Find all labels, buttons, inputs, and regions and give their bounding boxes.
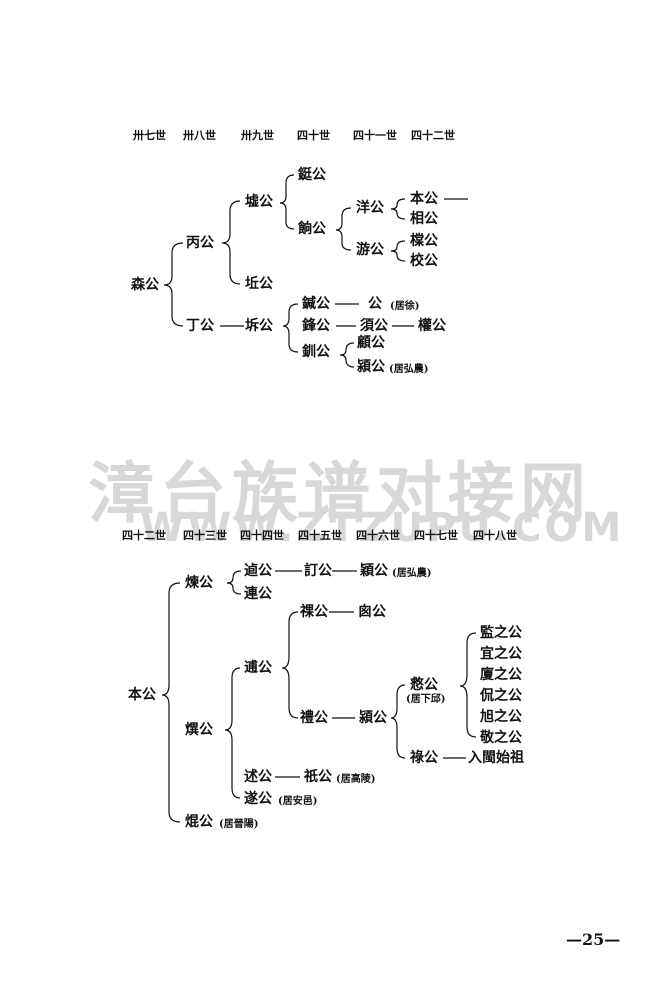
- gen-header-4: 四十世: [297, 129, 330, 142]
- person-kan-zhi: 侃之公: [480, 688, 522, 704]
- person-lian2: 連公: [244, 586, 272, 602]
- person-ben-1: 本公: [410, 191, 438, 207]
- person-yang: 洋公: [356, 200, 384, 216]
- person-lian: 煉公: [185, 575, 213, 591]
- note-ju-gaoling: (居高陵): [336, 774, 376, 785]
- person-jian: 鍼公: [302, 296, 330, 312]
- person-yan: 囪公: [358, 604, 386, 620]
- person-ao-zhi: 廈之公: [480, 667, 522, 683]
- person-ting: 鋌公: [298, 167, 326, 183]
- gen-header-6: 四十二世: [411, 129, 455, 142]
- person-sui: 遂公: [244, 791, 272, 807]
- gen-header-t2-6: 四十七世: [414, 529, 458, 542]
- person-ding-t2: 訂公: [304, 563, 332, 579]
- gen-header-t2-3: 四十四世: [240, 529, 284, 542]
- person-ru-min-shizu: 入閩始祖: [468, 750, 524, 766]
- person-kuan: 慦公: [410, 677, 438, 693]
- person-xun: 餉公: [298, 221, 326, 237]
- person-lu: 祿公: [410, 750, 438, 766]
- person-ding: 丁公: [186, 318, 214, 334]
- note-ju-xu: (居徐): [390, 301, 420, 312]
- person-xu-zhi: 旭之公: [480, 709, 522, 725]
- watermark-cn: 漳台族谱对接网: [88, 455, 592, 532]
- gen-header-5: 四十一世: [353, 129, 397, 142]
- person-quan: 權公: [418, 318, 446, 334]
- gen-header-t2-5: 四十六世: [356, 529, 400, 542]
- person-ben-2: 本公: [128, 687, 156, 703]
- note-ju-hongnong-1: (居弘農): [389, 364, 429, 375]
- person-sen: 森公: [131, 277, 159, 293]
- person-jing-zhi: 敬之公: [480, 730, 522, 746]
- person-you-t2: 逌公: [244, 563, 272, 579]
- person-jiao: 校公: [410, 253, 438, 269]
- note-ju-jinyang: (居晉陽): [219, 819, 259, 830]
- person-blank: 公: [368, 296, 382, 312]
- gen-header-t2-7: 四十八世: [473, 529, 517, 542]
- gen-header-1: 卅七世: [133, 129, 166, 142]
- person-li: 禮公: [300, 710, 328, 726]
- person-you: 游公: [356, 242, 384, 258]
- person-ying3: 潁公: [359, 710, 387, 726]
- person-ying2: 穎公: [360, 563, 388, 579]
- person-xu: 墟公: [245, 194, 273, 210]
- person-kun: 焜公: [185, 814, 213, 830]
- gen-header-2: 卅八世: [183, 129, 216, 142]
- person-xiang: 相公: [410, 211, 438, 227]
- person-bing: 丙公: [186, 235, 214, 251]
- gen-header-t2-1: 四十二世: [122, 529, 166, 542]
- person-yi: 顧公: [357, 335, 385, 351]
- person-tong: 逋公: [244, 660, 272, 676]
- person-ying: 潁公: [357, 359, 385, 375]
- note-ju-xiaqiu: (居下邱): [406, 694, 446, 705]
- person-luo: 祼公: [300, 604, 328, 620]
- watermark-en: WWW.ZTZUPU.COM: [140, 505, 625, 551]
- gen-header-3: 卅九世: [241, 129, 274, 142]
- person-qiu: 坵公: [245, 276, 273, 292]
- person-zhi: 祇公: [304, 769, 332, 785]
- note-ju-hongnong-2: (居弘農): [392, 568, 432, 579]
- note-ju-anyi: (居安邑): [278, 796, 318, 807]
- gen-header-t2-4: 四十五世: [298, 529, 342, 542]
- person-chai: 坼公: [245, 318, 273, 334]
- person-shu: 述公: [244, 769, 272, 785]
- person-jian-zhi: 監之公: [480, 625, 522, 641]
- person-xu2: 須公: [360, 318, 388, 334]
- person-yi-zhi: 宜之公: [480, 646, 522, 662]
- page-number: —25—: [566, 930, 621, 949]
- person-ying-t2: 熼公: [185, 722, 213, 738]
- person-feng: 鋒公: [302, 318, 330, 334]
- gen-header-t2-2: 四十三世: [183, 529, 227, 542]
- person-mo: 橖公: [410, 233, 438, 249]
- person-chuan: 釧公: [302, 344, 330, 360]
